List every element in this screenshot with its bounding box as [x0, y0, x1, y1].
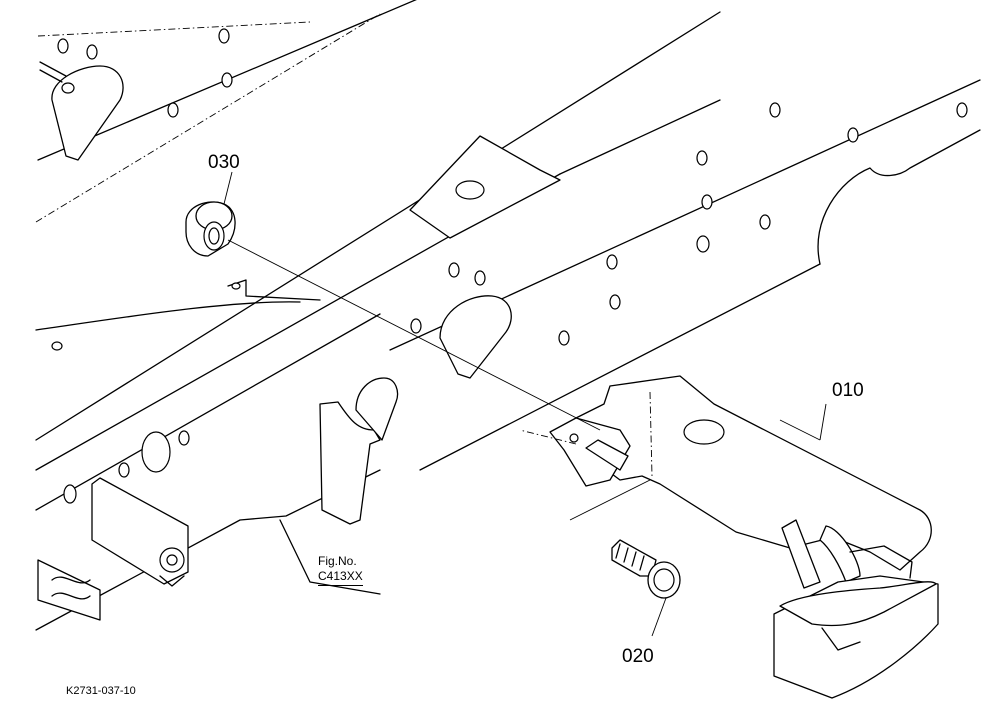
part-030-flange-nut	[185, 201, 236, 257]
callout-020: 020	[622, 646, 654, 667]
lower-frame-rail	[35, 279, 399, 631]
assembly-lines	[223, 171, 827, 637]
part-010-bracket	[519, 375, 939, 699]
callout-030: 030	[208, 152, 240, 173]
drawing-code: K2731-037-10	[66, 685, 136, 697]
callout-010: 010	[832, 380, 864, 401]
part-020-bolt	[611, 539, 681, 599]
figure-reference-number: C413XX	[318, 569, 363, 586]
figure-reference: Fig.No. C413XX	[318, 554, 363, 586]
figure-reference-label: Fig.No.	[318, 554, 357, 568]
